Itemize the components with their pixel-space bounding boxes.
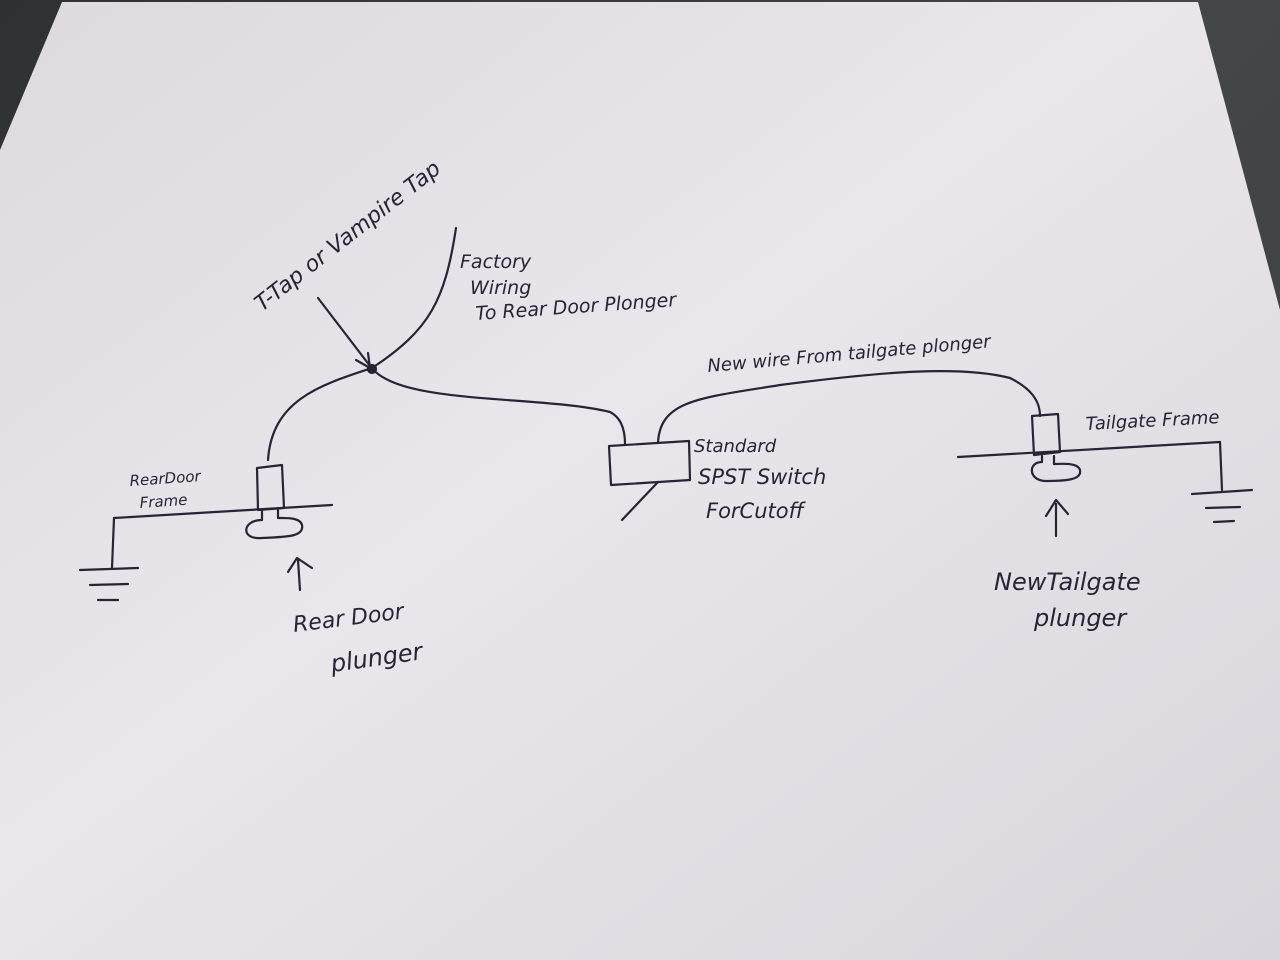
tailgate-plunger-arrow [1044, 498, 1070, 538]
switch-lead-out [620, 480, 660, 522]
rear-door-frame-line [112, 503, 334, 520]
switch-label-line3: ForCutoff [706, 499, 807, 523]
tap-to-switch-wire [370, 366, 627, 446]
tailgate-plunger-label-line1: NewTailgate [994, 568, 1141, 596]
factory-label-line2: Wiring [470, 277, 531, 299]
tailgate-plunger-label-line2: plunger [1033, 604, 1128, 632]
tap-point [366, 363, 378, 375]
factory-wire [370, 226, 458, 370]
tailgate-plunger-base [1030, 454, 1082, 483]
rear-plunger-arrow [286, 556, 314, 592]
rear-door-frame-label-line2: Frame [139, 491, 188, 512]
switch-label-line2: SPST Switch [698, 465, 826, 489]
rear-plunger-wire [266, 366, 374, 462]
rear-ground-icon [78, 566, 140, 602]
tailgate-frame-drop [1218, 440, 1224, 492]
tailgate-frame-line [956, 440, 1222, 459]
rear-door-frame-drop [110, 516, 116, 570]
rear-door-frame-label-line1: RearDoor [129, 467, 202, 490]
new-tailgate-wire [656, 369, 1042, 445]
switch-label-line1: Standard [694, 436, 777, 457]
spst-switch-box [607, 439, 692, 487]
rear-door-plunger-base [245, 508, 304, 540]
factory-label-line1: Factory [460, 251, 532, 273]
tailgate-ground-icon [1190, 488, 1254, 524]
tap-arrow [316, 296, 372, 368]
